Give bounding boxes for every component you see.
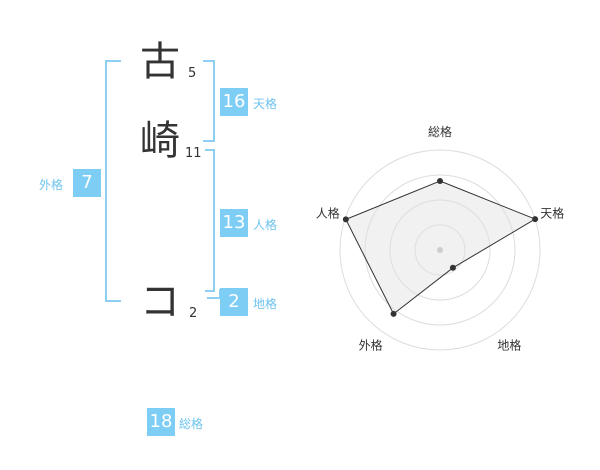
radar-axis-label-5: 人格 [316,206,340,221]
tenkaku-bracket [203,60,215,142]
radar-point-1 [437,178,443,184]
radar-axis-label-3: 地格 [497,337,521,352]
gaikaku-value: 7 [73,169,101,197]
radar-center [437,247,443,253]
radar-ring-4 [339,149,541,351]
radar-ring-2 [389,199,491,301]
chikaku-value: 2 [220,288,248,316]
chikaku-label: 地格 [253,297,278,311]
gaikaku-bracket [105,60,121,302]
tenkaku-label: 天格 [253,97,278,111]
radar-point-3 [449,264,456,271]
stroke-count-1: 5 [188,66,197,81]
stroke-count-2: 11 [185,146,202,161]
name-char-1: 古 [140,39,180,85]
soukaku-label: 総格 [179,417,204,431]
jinkaku-value: 13 [220,209,248,237]
chikaku-bracket [207,289,221,299]
name-char-2: 崎 [140,118,180,164]
radar-point-4 [390,310,397,317]
jinkaku-bracket [205,149,215,292]
gaikaku-label: 外格 [39,178,64,192]
radar-axis-label-4: 外格 [359,337,383,352]
radar-point-2 [532,216,539,223]
tenkaku-value: 16 [220,88,248,116]
stroke-count-3: 2 [189,306,198,321]
jinkaku-label: 人格 [253,218,278,232]
radar-ring-1 [414,224,466,276]
radar-ring-3 [364,174,516,326]
radar-point-5 [342,216,349,223]
radar-axis-label-2: 天格 [540,206,564,221]
radar-axis-label-1: 総格 [428,124,452,139]
name-char-3: コ [140,279,180,325]
soukaku-value: 18 [147,408,175,436]
